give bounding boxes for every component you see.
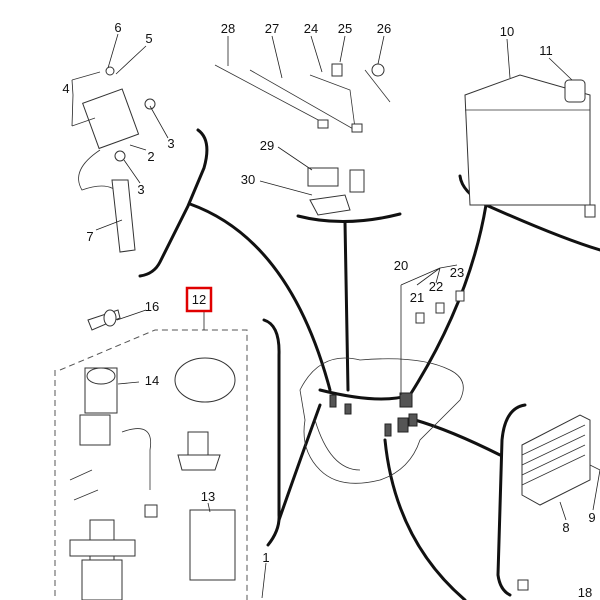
callout-16[interactable]: 16 bbox=[145, 299, 159, 314]
callout-18[interactable]: 18 bbox=[578, 585, 592, 600]
callout-28[interactable]: 28 bbox=[221, 21, 235, 36]
callout-25[interactable]: 25 bbox=[338, 21, 352, 36]
callout-24[interactable]: 24 bbox=[304, 21, 318, 36]
callout-2[interactable]: 2 bbox=[147, 149, 154, 164]
brace-ignition-coil bbox=[138, 128, 209, 278]
callout-23[interactable]: 23 bbox=[450, 265, 464, 280]
callout-1[interactable]: 1 bbox=[262, 550, 269, 565]
callout-6[interactable]: 6 bbox=[114, 20, 121, 35]
callout-11[interactable]: 11 bbox=[539, 43, 553, 58]
callout-14[interactable]: 14 bbox=[145, 373, 159, 388]
wire-coil-to-harness bbox=[188, 202, 332, 392]
brace-switches bbox=[262, 318, 281, 547]
leader-lines bbox=[71, 33, 600, 599]
wire-top-to-harness bbox=[343, 220, 350, 392]
highlight-box-12 bbox=[185, 286, 213, 313]
callout-10[interactable]: 10 bbox=[500, 24, 514, 39]
battery bbox=[464, 74, 596, 218]
motorcycle-frame-outline bbox=[299, 357, 464, 484]
callout-3b[interactable]: 3 bbox=[137, 182, 144, 197]
callout-13[interactable]: 13 bbox=[201, 489, 215, 504]
ignition-switch-set bbox=[54, 309, 248, 600]
callout-5[interactable]: 5 bbox=[145, 31, 152, 46]
callout-27[interactable]: 27 bbox=[265, 21, 279, 36]
ignition-coil bbox=[71, 66, 156, 253]
brace-battery bbox=[458, 174, 600, 252]
harness-connectors bbox=[329, 392, 418, 437]
wire-regulator-to-harness bbox=[413, 418, 502, 457]
cable-ties bbox=[214, 63, 391, 133]
callout-22[interactable]: 22 bbox=[429, 279, 443, 294]
callout-26[interactable]: 26 bbox=[377, 21, 391, 36]
callout-8[interactable]: 8 bbox=[562, 520, 569, 535]
wire-harness-down bbox=[383, 438, 467, 600]
callout-30[interactable]: 30 bbox=[241, 172, 255, 187]
callout-20[interactable]: 20 bbox=[394, 258, 408, 273]
brace-ties bbox=[296, 212, 402, 224]
callout-3[interactable]: 3 bbox=[167, 136, 174, 151]
fuses bbox=[400, 264, 465, 395]
callout-7[interactable]: 7 bbox=[86, 229, 93, 244]
callout-9[interactable]: 9 bbox=[588, 510, 595, 525]
callout-12[interactable]: 12 bbox=[192, 292, 206, 307]
callout-4[interactable]: 4 bbox=[62, 81, 69, 96]
brace-regulator bbox=[496, 403, 527, 597]
callout-21[interactable]: 21 bbox=[410, 290, 424, 305]
callout-29[interactable]: 29 bbox=[260, 138, 274, 153]
callout-labels: 6 5 4 3 2 3 7 28 27 24 25 26 29 30 10 11… bbox=[62, 20, 595, 600]
connector-29-30 bbox=[307, 167, 365, 216]
wire-switches-to-harness bbox=[277, 403, 322, 522]
rectifier-regulator bbox=[517, 414, 600, 591]
